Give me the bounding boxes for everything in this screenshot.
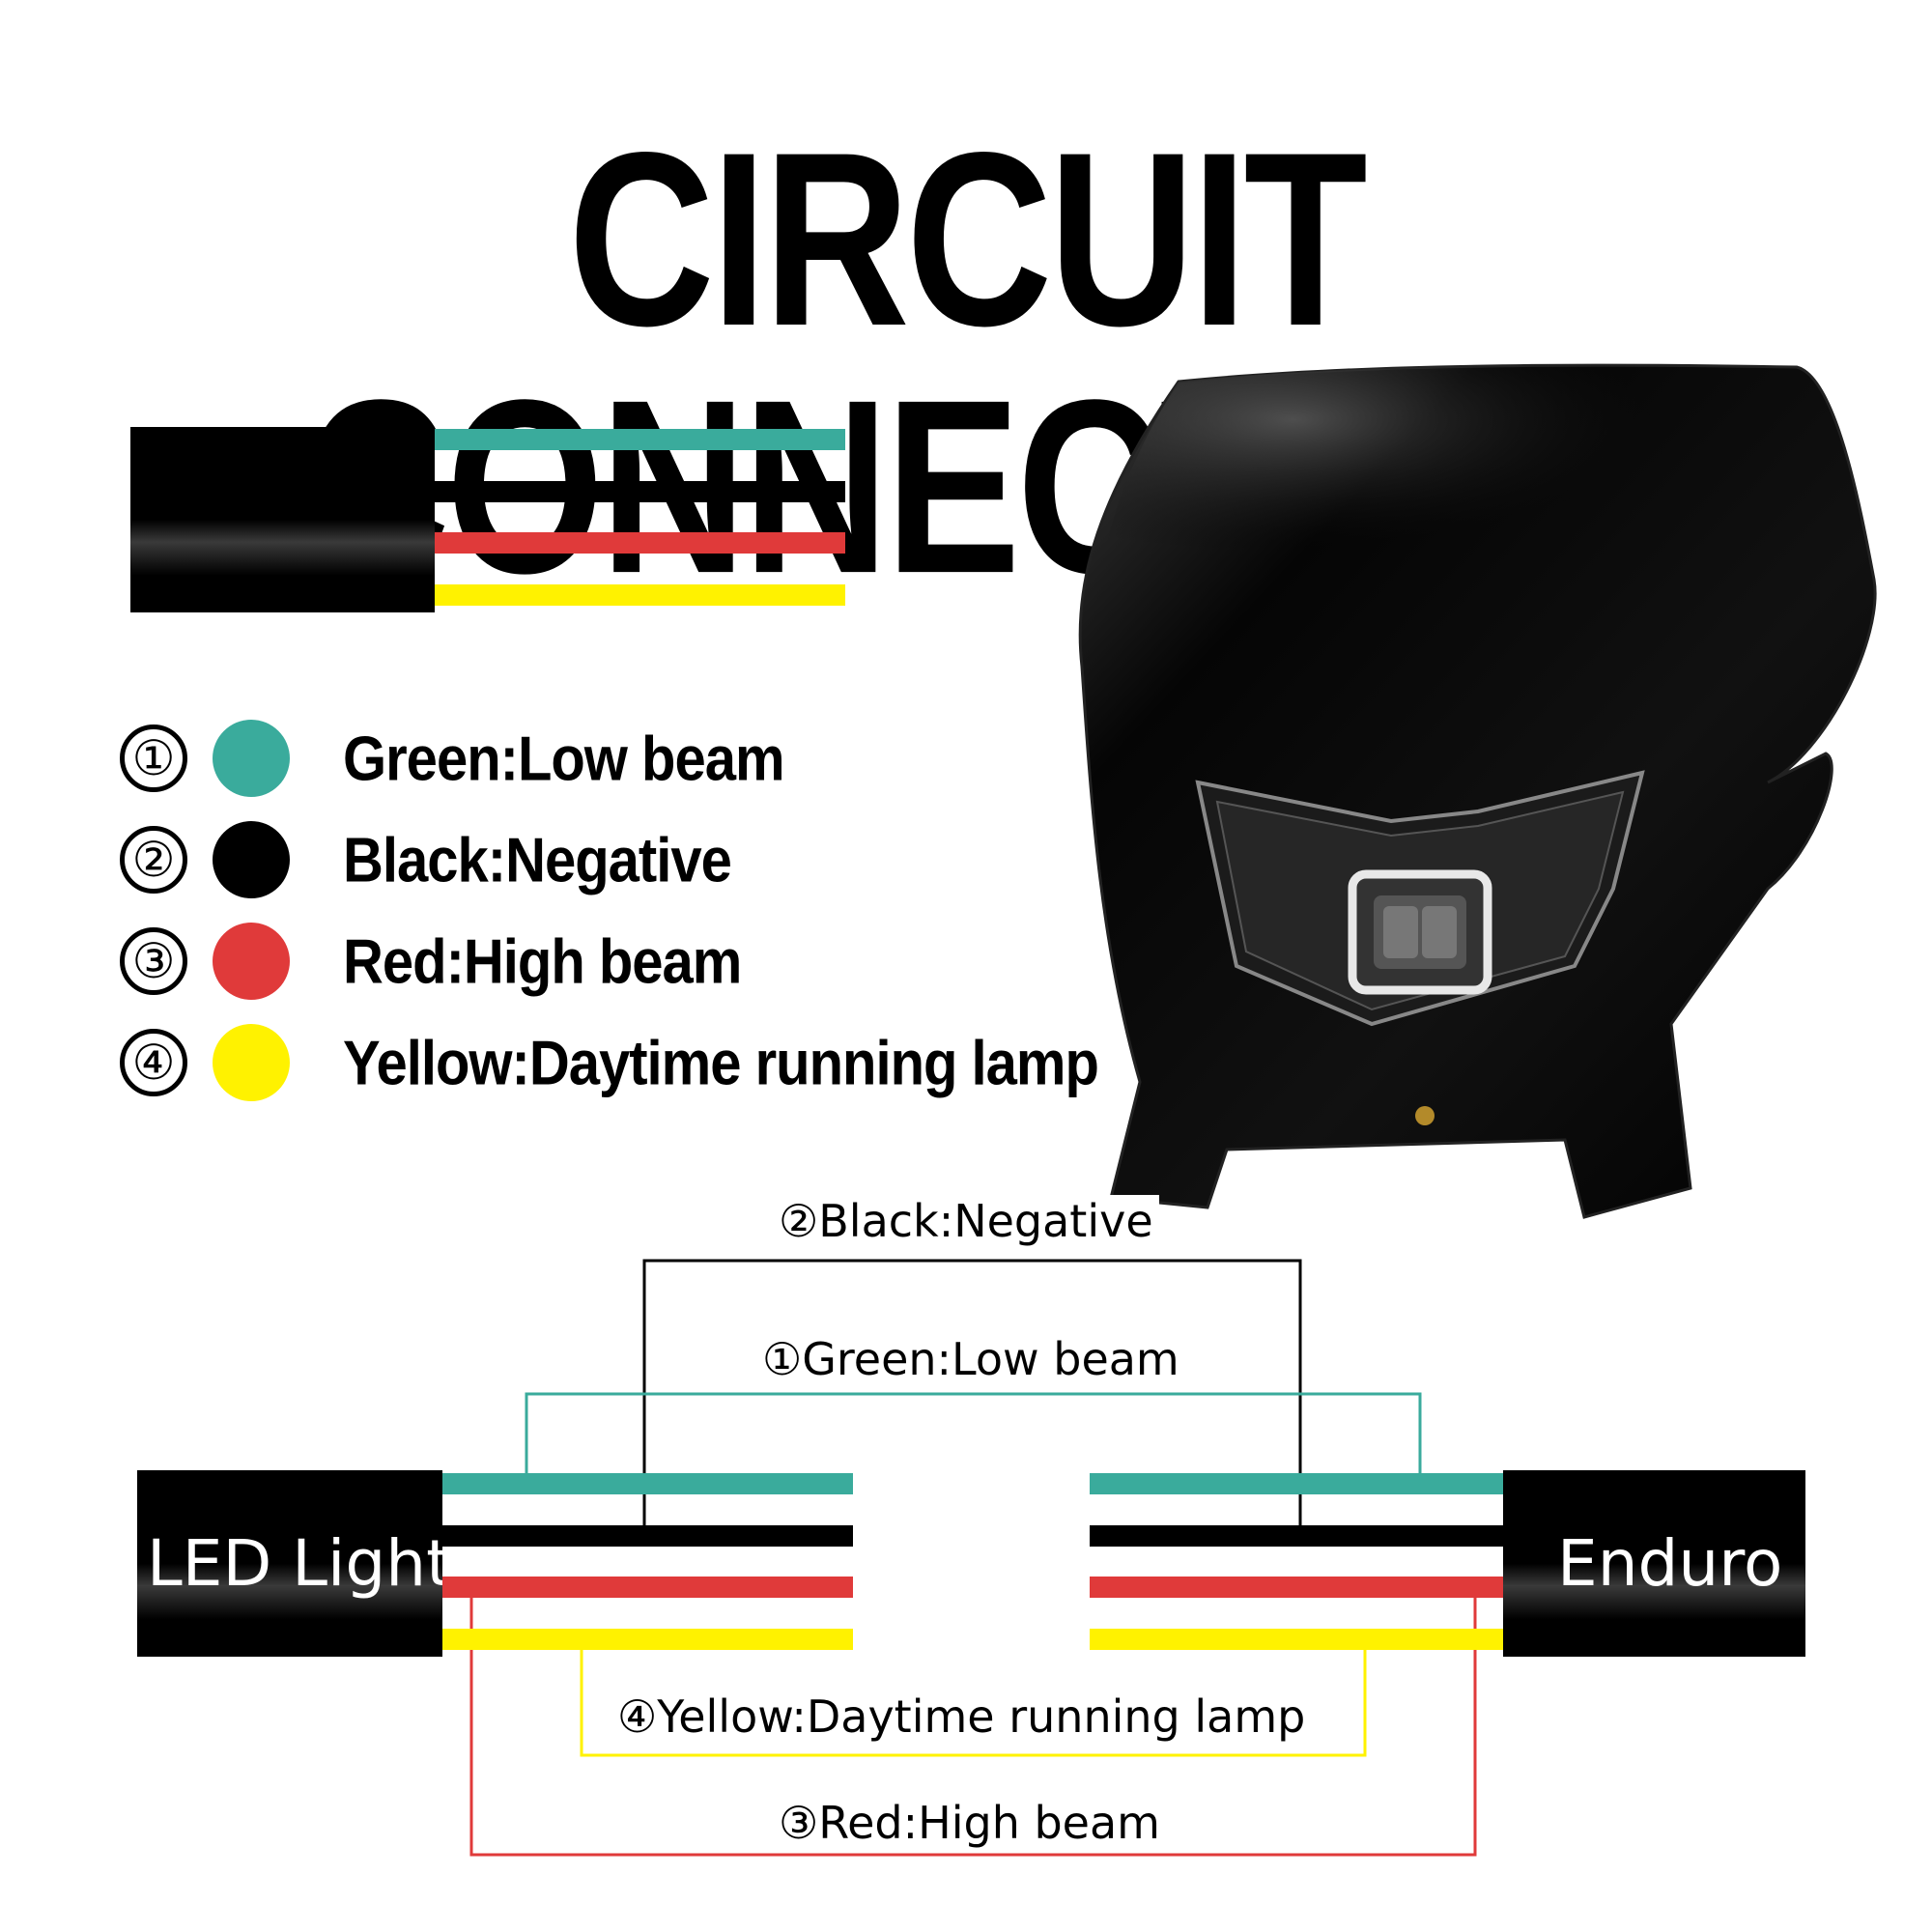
- red-dot-icon: [213, 923, 290, 1000]
- connector-plug: [130, 427, 435, 612]
- legend-item-green: ① Green:Low beam: [120, 720, 785, 797]
- right-wire-red: [1090, 1577, 1503, 1598]
- green-dot-icon: [213, 720, 290, 797]
- legend-number: ③: [120, 927, 187, 995]
- legend-number: ④: [120, 1029, 187, 1096]
- legend-number: ①: [120, 724, 187, 792]
- yellow-connection-label: ④Yellow:Daytime running lamp: [611, 1690, 1312, 1743]
- wire-red: [435, 532, 845, 554]
- left-wire-green: [442, 1473, 853, 1494]
- left-wire-black: [442, 1525, 853, 1547]
- black-connection-label: ②Black:Negative: [773, 1195, 1159, 1247]
- green-connection-line: [525, 1392, 1422, 1475]
- right-connector: [1503, 1470, 1805, 1657]
- headlight-image: [1078, 363, 1877, 1219]
- green-connection-label: ①Green:Low beam: [756, 1333, 1185, 1385]
- legend-label: Green:Low beam: [343, 723, 785, 794]
- wire-green: [435, 429, 845, 450]
- legend-label: Black:Negative: [343, 824, 732, 895]
- red-connection-label: ③Red:High beam: [773, 1797, 1166, 1849]
- right-wire-black: [1090, 1525, 1503, 1547]
- legend-item-black: ② Black:Negative: [120, 821, 732, 898]
- yellow-dot-icon: [213, 1024, 290, 1101]
- legend-item-red: ③ Red:High beam: [120, 923, 742, 1000]
- legend-number: ②: [120, 826, 187, 894]
- wire-black: [435, 481, 845, 502]
- wire-yellow: [435, 584, 845, 606]
- left-connector: [137, 1470, 442, 1657]
- left-connector-label: LED Light: [147, 1526, 451, 1601]
- mounting-bolt-icon: [1415, 1106, 1435, 1125]
- right-wire-green: [1090, 1473, 1503, 1494]
- legend-label: Red:High beam: [343, 925, 742, 997]
- right-wire-yellow: [1090, 1629, 1503, 1650]
- legend-label: Yellow:Daytime running lamp: [343, 1027, 1099, 1098]
- legend-item-yellow: ④ Yellow:Daytime running lamp: [120, 1024, 1099, 1101]
- left-wire-red: [442, 1577, 853, 1598]
- right-connector-label: Enduro: [1557, 1526, 1783, 1601]
- left-wire-yellow: [442, 1629, 853, 1650]
- black-dot-icon: [213, 821, 290, 898]
